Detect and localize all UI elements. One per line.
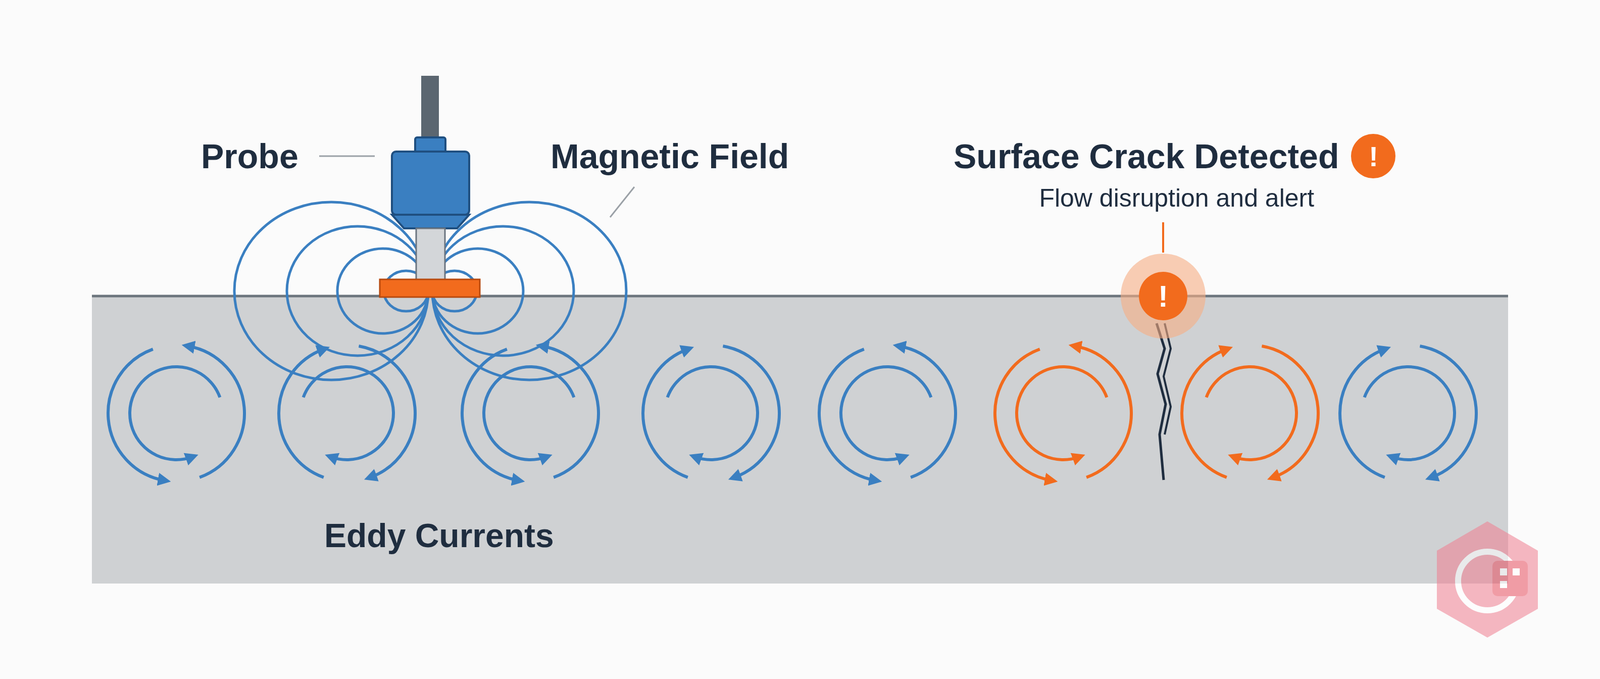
label: Magnetic Field — [550, 136, 789, 176]
metal-plate — [91, 295, 1509, 584]
eddy-loop — [303, 366, 394, 460]
eddy-loop — [129, 366, 220, 460]
eddy-loop — [642, 348, 688, 478]
plate-surface — [91, 294, 1509, 298]
eddy-loop — [1206, 366, 1297, 460]
watermark-icon — [1436, 521, 1538, 638]
alert-mark: ! — [1158, 278, 1169, 314]
eddy-loop — [187, 345, 245, 478]
eddy-loop — [819, 348, 876, 481]
eddy-loop — [667, 366, 758, 460]
label: Flow disruption and alert — [1038, 183, 1315, 213]
eddy-loop — [1074, 345, 1132, 478]
eddy-loop — [898, 345, 956, 478]
eddy-loop — [541, 345, 599, 478]
eddy-loop — [840, 366, 931, 460]
alert-halo — [1120, 253, 1206, 339]
probe-coil — [379, 279, 480, 297]
eddy-loop — [1419, 345, 1477, 478]
alert-badge: ! — [1351, 133, 1396, 179]
alert-mark: ! — [1368, 139, 1379, 173]
probe-body — [391, 151, 470, 215]
eddy-currents — [108, 345, 1477, 481]
probe-cable — [421, 75, 439, 139]
crack — [1156, 323, 1166, 480]
eddy-loop — [722, 345, 780, 478]
probe-cap — [415, 137, 446, 153]
eddy-loop — [462, 348, 519, 481]
probe-chamfer — [391, 214, 470, 229]
eddy-loop — [358, 345, 416, 478]
alert-badge: ! — [1138, 271, 1188, 321]
eddy-loop — [1261, 345, 1319, 478]
magnetic-field — [234, 202, 627, 380]
leader-line — [1162, 222, 1165, 253]
eddy-loop — [1339, 348, 1385, 478]
leader-line — [319, 155, 375, 158]
label: Eddy Currents — [324, 516, 555, 555]
label: Surface Crack Detected — [953, 136, 1339, 176]
leader-line — [610, 186, 635, 218]
eddy-loop — [108, 348, 165, 481]
eddy-loop — [1016, 366, 1107, 460]
eddy-loop — [1364, 366, 1455, 460]
crack — [1163, 323, 1171, 435]
probe-shaft — [416, 228, 445, 281]
eddy-loop — [1181, 348, 1227, 478]
eddy-loop — [994, 348, 1052, 481]
label: Probe — [201, 136, 299, 176]
